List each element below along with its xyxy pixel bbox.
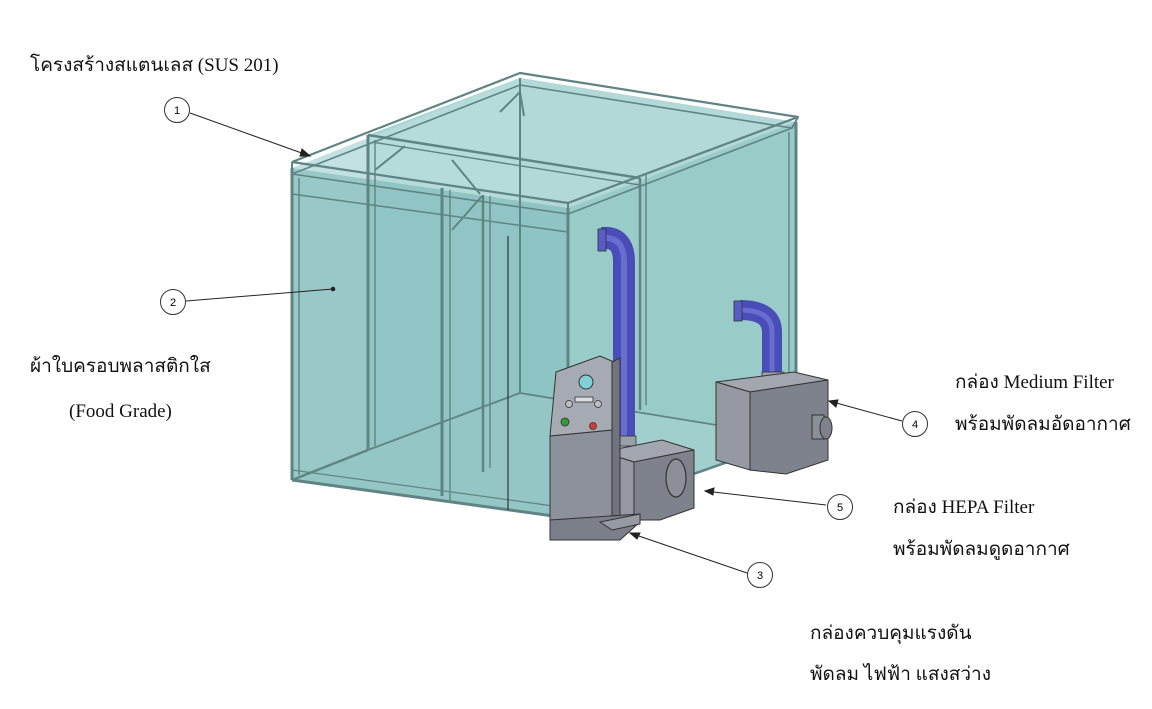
roof-panel bbox=[292, 78, 796, 208]
callout-4: 4 bbox=[902, 411, 928, 437]
medium-filter-label-line2: พร้อมพัดลมอัดอากาศ bbox=[955, 414, 1131, 435]
medium-fan-icon bbox=[819, 416, 833, 440]
callout-5: 5 bbox=[827, 494, 853, 520]
callout-2-number: 2 bbox=[170, 297, 176, 309]
control-box bbox=[549, 355, 641, 541]
pressure-gauge-icon bbox=[578, 374, 594, 390]
control-box-label-line1: กล่องควบคุมแรงดัน bbox=[810, 623, 972, 644]
callout-3: 3 bbox=[747, 562, 773, 588]
red-button-icon bbox=[589, 422, 597, 430]
hepa-fan-opening bbox=[665, 458, 687, 498]
switch-left-icon bbox=[565, 400, 573, 408]
switch-right-icon bbox=[594, 400, 602, 408]
callout-2: 2 bbox=[160, 289, 186, 315]
medium-filter-box bbox=[715, 300, 833, 475]
callout-5-number: 5 bbox=[837, 502, 843, 514]
green-button-icon bbox=[560, 417, 570, 427]
frame-label: โครงสร้างสแตนเลส (SUS 201) bbox=[30, 55, 279, 76]
callout-1: 1 bbox=[164, 97, 190, 123]
front-wall-panel bbox=[292, 168, 568, 518]
control-box-label-line2: พัดลม ไฟฟ้า แสงสว่าง bbox=[810, 664, 991, 685]
hepa-filter-label-line1: กล่อง HEPA Filter bbox=[893, 497, 1035, 518]
callout-1-number: 1 bbox=[174, 105, 180, 117]
display-slot bbox=[574, 396, 594, 403]
medium-filter-label-line1: กล่อง Medium Filter bbox=[955, 372, 1114, 393]
leader-lines bbox=[185, 112, 903, 574]
callout-3-number: 3 bbox=[757, 570, 763, 582]
curtain-label-line2: (Food Grade) bbox=[69, 401, 172, 422]
hepa-filter-label-line2: พร้อมพัดลมดูดอากาศ bbox=[893, 539, 1070, 560]
curtain-label-line1: ผ้าใบครอบพลาสติกใส bbox=[30, 356, 211, 377]
clean-room-enclosure bbox=[292, 78, 796, 518]
callout-4-number: 4 bbox=[912, 419, 918, 431]
